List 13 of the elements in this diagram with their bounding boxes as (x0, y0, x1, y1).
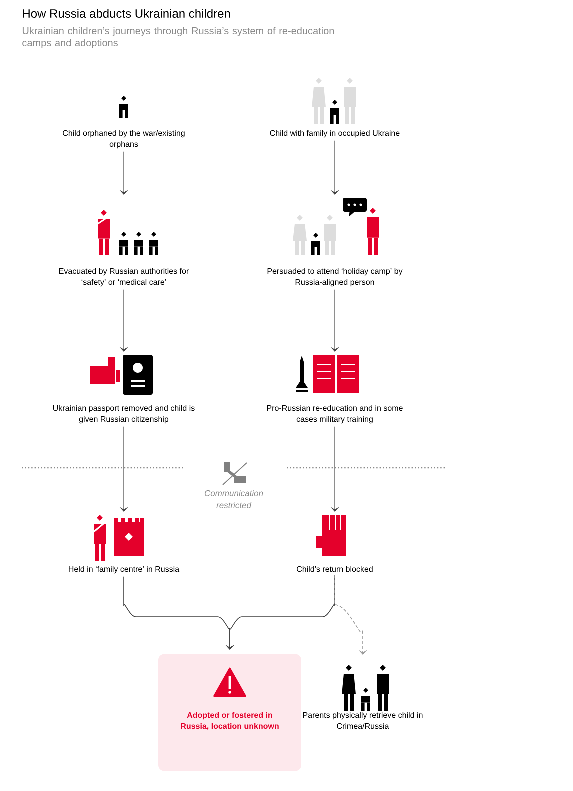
step-label: Held in ‘family centre’ in Russia (69, 566, 180, 574)
step-label: Child orphaned by the war/existing orphans (63, 130, 185, 149)
title: How Russia abducts Ukrainian children (23, 9, 230, 18)
step-label: Evacuated by Russian authorities for ‘safety’ or ‘medical care’ (60, 268, 189, 287)
highlight-box: Adopted or fostered in Russia, location unknown (158, 654, 302, 772)
step-label: Ukrainian passport removed and child is given Russian citizenship (53, 405, 195, 424)
step-label: Child with family in occupied Ukraine (270, 130, 400, 138)
step-label: Pro-Russian re-education and in some cases military training (267, 405, 403, 424)
step-label: Persuaded to attend ‘holiday camp’ by Russia-aligned person (268, 268, 403, 287)
subtitle: Ukrainian children’s journeys through Russia’s system of re-education camps and adoptions (22, 27, 334, 49)
note: Communication restricted (204, 490, 264, 508)
step-label: Parents physically retrieve child in Crimea/Russia (303, 712, 423, 730)
step-label: Child’s return blocked (297, 566, 373, 572)
